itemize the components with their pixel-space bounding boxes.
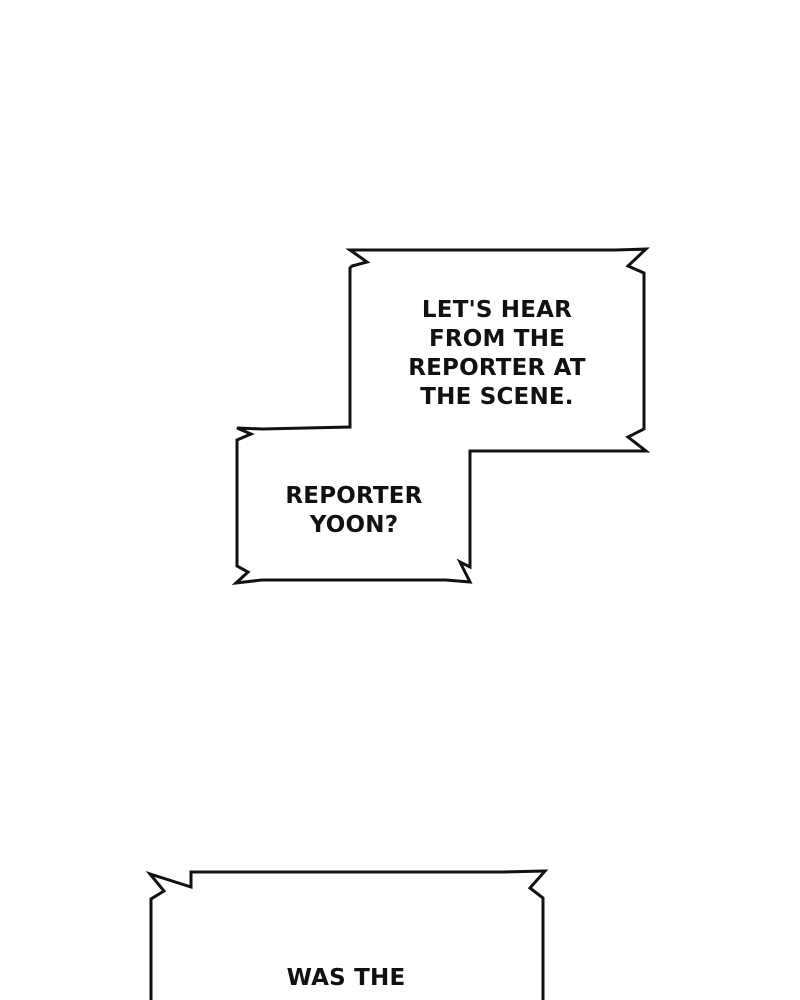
stepped-caption-box-outline bbox=[231, 247, 651, 586]
caption-reporter-yoon: REPORTER YOON? bbox=[262, 482, 446, 540]
caption-line: YOON? bbox=[309, 512, 399, 538]
caption-line: FROM THE bbox=[428, 326, 566, 352]
bottom-caption-box-outline bbox=[145, 869, 549, 1000]
caption-reporter-at-scene: LET'S HEAR FROM THE REPORTER AT THE SCEN… bbox=[382, 296, 612, 412]
caption-was-the: WAS THE bbox=[210, 964, 482, 993]
caption-line: WAS THE bbox=[286, 965, 406, 991]
caption-line: THE SCENE. bbox=[420, 384, 574, 410]
caption-line: LET'S HEAR bbox=[421, 297, 573, 323]
caption-line: REPORTER AT bbox=[408, 355, 586, 381]
caption-line: REPORTER bbox=[285, 483, 423, 509]
